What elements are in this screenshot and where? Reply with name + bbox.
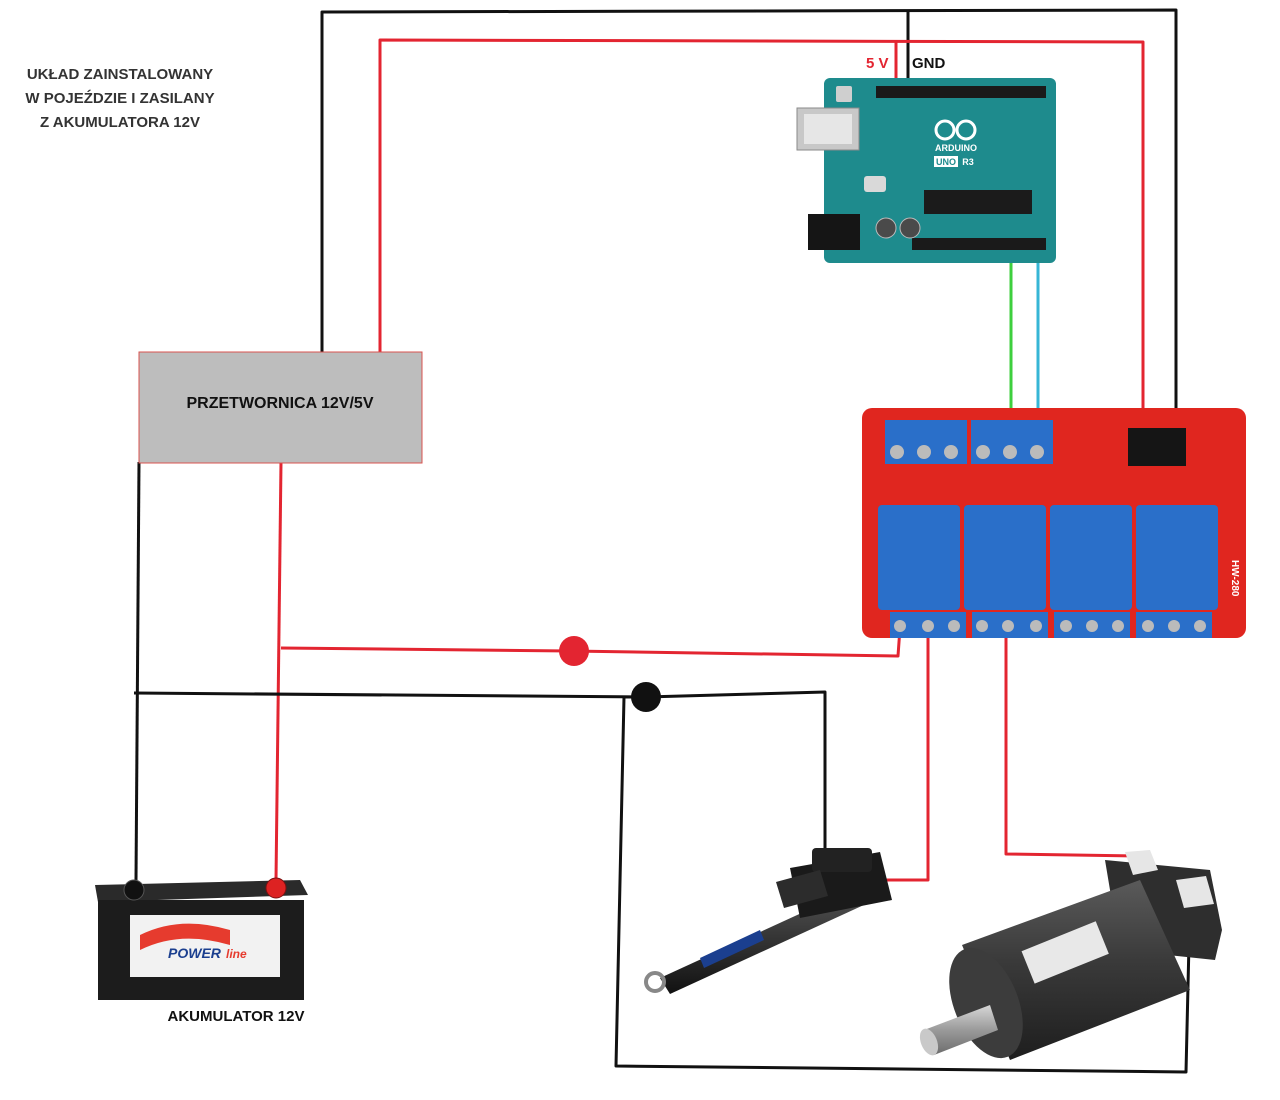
battery-lid	[95, 880, 308, 902]
converter-body	[138, 351, 423, 464]
caption-line-2: W POJEŹDZIE I ZASILANY	[25, 90, 214, 107]
output-terminals	[890, 612, 1212, 638]
crystal	[864, 176, 886, 192]
caption-line-1: UKŁAD ZAINSTALOWANY	[27, 66, 213, 83]
actuator-rod-eye	[644, 971, 666, 993]
motor-port-2	[1176, 876, 1214, 908]
caption-line-3: Z AKUMULATORA 12V	[40, 114, 200, 131]
junction-black	[631, 682, 661, 712]
wire-red-to-actuator	[884, 628, 930, 882]
arduino-logo-icon	[934, 119, 977, 141]
atmega-chip	[924, 190, 1032, 214]
relay-model: HW-280	[1229, 560, 1240, 597]
relay-blocks	[878, 505, 1218, 610]
wire-black-battery-negative	[134, 461, 141, 881]
battery-terminal-negative	[123, 879, 145, 901]
converter-box: PRZETWORNICA 12V/5V	[138, 351, 423, 464]
arduino-model: UNO	[936, 157, 956, 167]
hydraulic-motor	[919, 850, 1222, 1060]
wire-red-to-motor	[1004, 628, 1139, 858]
arduino-pcb	[824, 78, 1056, 263]
motor-port-1	[1125, 850, 1158, 875]
reset-button	[836, 86, 852, 102]
actuator-motor	[776, 870, 828, 908]
wire-red-battery-positive	[274, 461, 283, 881]
relay-4	[1136, 505, 1218, 610]
battery-swoosh	[140, 923, 230, 950]
battery-terminal-positive	[265, 877, 287, 899]
junction-red	[559, 636, 589, 666]
linear-actuator	[644, 848, 892, 994]
battery-brand-suffix: line	[226, 947, 247, 961]
battery-brand: POWER	[168, 945, 222, 961]
motor-shaft	[924, 1005, 998, 1055]
caption: UKŁAD ZAINSTALOWANY W POJEŹDZIE I ZASILA…	[25, 66, 214, 131]
wire-red-converter-to-relay-vcc	[378, 38, 1145, 440]
vcc-gnd-header	[1128, 428, 1186, 466]
battery-label: AKUMULATOR 12V	[168, 1008, 305, 1025]
relay-2	[964, 505, 1046, 610]
capacitor-1	[875, 217, 897, 239]
pin-label-5v: 5 V	[866, 55, 889, 72]
actuator-gearbox	[812, 848, 872, 872]
model-badge	[934, 156, 958, 167]
analog-header	[912, 238, 1046, 250]
wire-red-to-relay-1	[280, 627, 902, 658]
actuator-sticker	[700, 930, 764, 968]
motor-nameplate	[1021, 921, 1109, 984]
relay-module: HW-280	[862, 408, 1246, 638]
motor-shaft-end	[919, 1028, 939, 1056]
arduino-board: ARDUINO UNO R3 5 V GND	[796, 55, 1056, 263]
arduino-rev: R3	[962, 157, 974, 167]
digital-header	[876, 86, 1046, 98]
arduino-brand: ARDUINO	[935, 143, 977, 153]
pin-label-gnd: GND	[912, 55, 946, 72]
relay-3	[1050, 505, 1132, 610]
dc-jack	[808, 214, 860, 250]
usb-connector-inner	[804, 114, 852, 144]
converter-label: PRZETWORNICA 12V/5V	[187, 395, 374, 412]
input-terminals	[885, 420, 1053, 464]
battery: POWER line AKUMULATOR 12V	[95, 877, 308, 1025]
relay-1	[878, 505, 960, 610]
wire-black-branch	[133, 690, 827, 855]
capacitor-2	[899, 217, 921, 239]
